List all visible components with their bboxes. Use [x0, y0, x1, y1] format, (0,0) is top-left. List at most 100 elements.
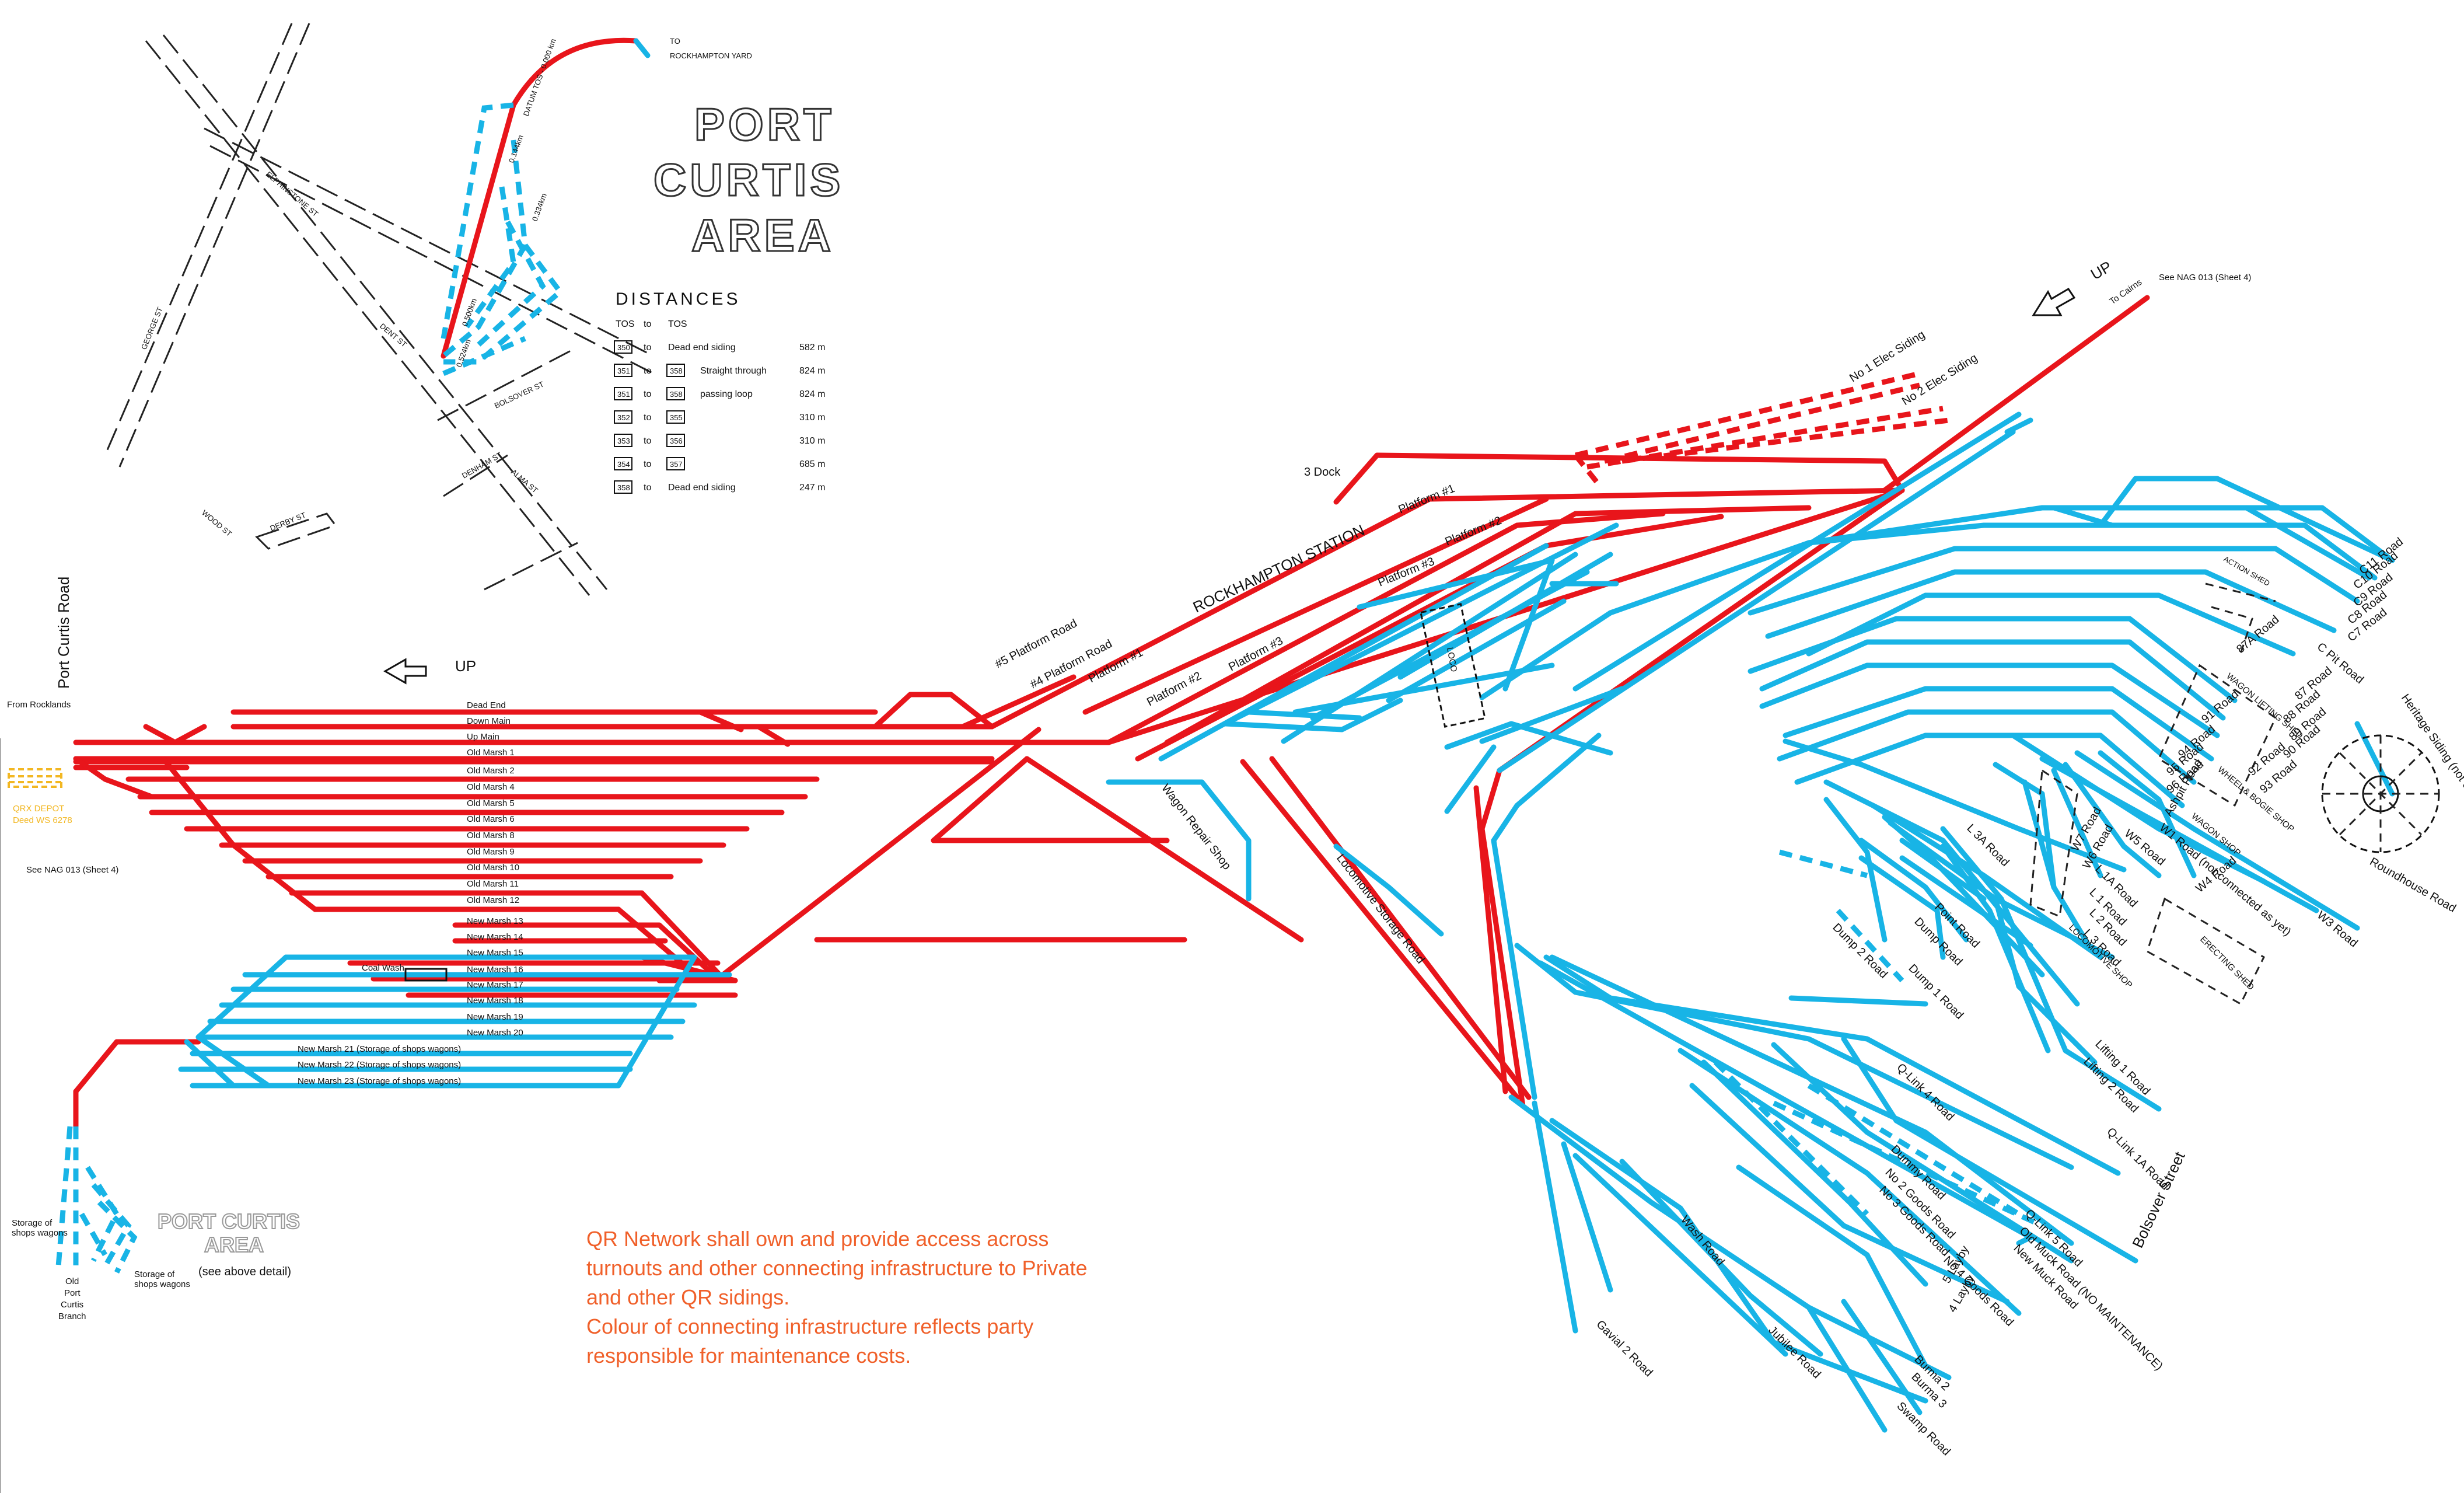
new-marsh-label-4: New Marsh 17 [467, 980, 523, 990]
pc-small-1: PORT CURTIS [158, 1209, 300, 1233]
tos-to-word: to [644, 459, 651, 469]
new-marsh-label-0: New Marsh 13 [467, 916, 523, 926]
maintenance-note: QR Network shall own and provide access … [586, 1227, 1087, 1368]
storage-wagons-3: Storage of [134, 1269, 175, 1279]
road-dump1: Dump 1 Road [1906, 962, 1966, 1022]
new-marsh-label-1: New Marsh 14 [467, 932, 523, 942]
track-label-2: Up Main [467, 732, 499, 742]
storage-wagons-4: shops wagons [134, 1279, 190, 1289]
port-curtis-road-label: Port Curtis Road [55, 577, 72, 689]
tos-to: 355 [670, 413, 683, 422]
track-label-0: Dead End [467, 700, 506, 710]
track-label-11: Old Marsh 11 [467, 879, 519, 889]
up-label-right: UP [2088, 257, 2115, 283]
storage-label-1: New Marsh 22 (Storage of shops wagons) [298, 1060, 461, 1070]
tos-box [666, 387, 685, 400]
pc-small-2: AREA [204, 1233, 264, 1257]
tos-box [614, 434, 632, 447]
distance-desc: Dead end siding [668, 483, 736, 493]
old-pc-3: Curtis [61, 1300, 83, 1310]
old-port-curtis-branch [55, 1126, 138, 1274]
tos-box [614, 340, 632, 354]
note-line-2: and other QR sidings. [586, 1285, 789, 1309]
elec-sidings [1573, 371, 1949, 486]
qrx-deed-label: Deed WS 6278 [13, 815, 72, 825]
inset-tracks [441, 37, 651, 376]
distance-value: 310 m [799, 436, 825, 446]
track-label-7: Old Marsh 6 [467, 814, 515, 824]
track-label-12: Old Marsh 12 [467, 895, 519, 905]
note-line-4: responsible for maintenance costs. [586, 1344, 911, 1368]
tos-from: 351 [617, 367, 630, 375]
storage-wagons-2: shops wagons [12, 1228, 68, 1238]
note-line-3: Colour of connecting infrastructure refl… [586, 1314, 1033, 1338]
roundhouse [2321, 734, 2440, 853]
road-swamp: Swamp Road [1894, 1400, 1952, 1458]
tos-to-word: to [644, 483, 651, 493]
tos-to: 358 [670, 367, 683, 375]
tos-to-word: to [644, 343, 651, 353]
title-line-1: PORT [694, 99, 835, 150]
station-tracks [872, 295, 2150, 1109]
inset-street-grid [104, 23, 654, 596]
distance-desc: Dead end siding [668, 343, 736, 353]
track-label-4: Old Marsh 2 [467, 766, 515, 776]
old-pc-1: Old [65, 1276, 79, 1286]
distances-col2: TOS [668, 319, 687, 329]
tos-from: 358 [617, 483, 630, 492]
tos-from: 350 [617, 343, 630, 352]
new-marsh-yard [178, 922, 738, 1089]
inset-km-3: 0.500km [460, 297, 478, 327]
tos-to-word: to [644, 389, 651, 399]
general-labels: Port Curtis Road From Rocklands See NAG … [7, 257, 2251, 875]
yard-labels: Dead End Down Main Up Main Old Marsh 1 O… [298, 700, 523, 1086]
roundhouse-label: Roundhouse Road [2368, 855, 2458, 915]
tos-box [614, 457, 632, 470]
tos-box [666, 457, 685, 470]
coal-wash-label: Coal Wash [362, 963, 404, 973]
street-label-7: ALMA ST [509, 468, 540, 495]
tos-box [614, 364, 632, 377]
track-label-6: Old Marsh 5 [467, 798, 515, 808]
distance-value: 582 m [799, 343, 825, 353]
distance-desc: Straight through [700, 366, 767, 376]
street-label-6: DENHAM ST [460, 450, 504, 480]
track-label-10: Old Marsh 10 [467, 863, 519, 873]
wagon-repair-label: Wagon Repair Shop [1159, 782, 1233, 873]
road-87a: 87A Road [2234, 613, 2281, 656]
tos-box [666, 434, 685, 447]
tos-from: 353 [617, 437, 630, 445]
tos-to: 358 [670, 390, 683, 399]
inset-km-2: 0.334km [530, 192, 548, 222]
workshop-tracks [1497, 411, 2395, 1112]
distance-desc: passing loop [700, 389, 753, 399]
port-curtis-small: PORT CURTIS AREA (see above detail) Stor… [12, 1209, 300, 1321]
road-gavial2: Gavial 2 Road [1593, 1318, 1655, 1379]
heritage-label: Heritage Siding (not connected) [2399, 692, 2464, 833]
old-pc-4: Branch [58, 1311, 86, 1321]
inset-km-1: 0.144km [507, 134, 525, 164]
track-label-3: Old Marsh 1 [467, 748, 515, 758]
new-marsh-label-7: New Marsh 20 [467, 1028, 523, 1038]
track-label-1: Down Main [467, 716, 511, 726]
tos-box [666, 410, 685, 424]
track-label-8: Old Marsh 8 [467, 831, 515, 840]
up-arrow-left [383, 658, 427, 685]
distance-value: 685 m [799, 459, 825, 469]
distance-value: 310 m [799, 413, 825, 423]
tos-box [614, 410, 632, 424]
inset-datum: DATUM TOS - 0.000 km [522, 37, 558, 117]
tos-from: 351 [617, 390, 630, 399]
platform2b-label: Platform #2 [1145, 669, 1204, 709]
tos-from: 354 [617, 460, 630, 469]
street-label-5: WOOD ST [200, 508, 233, 538]
track-label-5: Old Marsh 4 [467, 782, 515, 792]
street-label-1: ELPHINSTONE ST [264, 170, 320, 218]
inset-to-label: TO [670, 37, 680, 46]
tos-to: 356 [670, 437, 683, 445]
erecting-label: ERECTING SHED [2198, 934, 2256, 992]
shed-outlines [2029, 582, 2277, 1006]
track-label-9: Old Marsh 9 [467, 847, 515, 857]
